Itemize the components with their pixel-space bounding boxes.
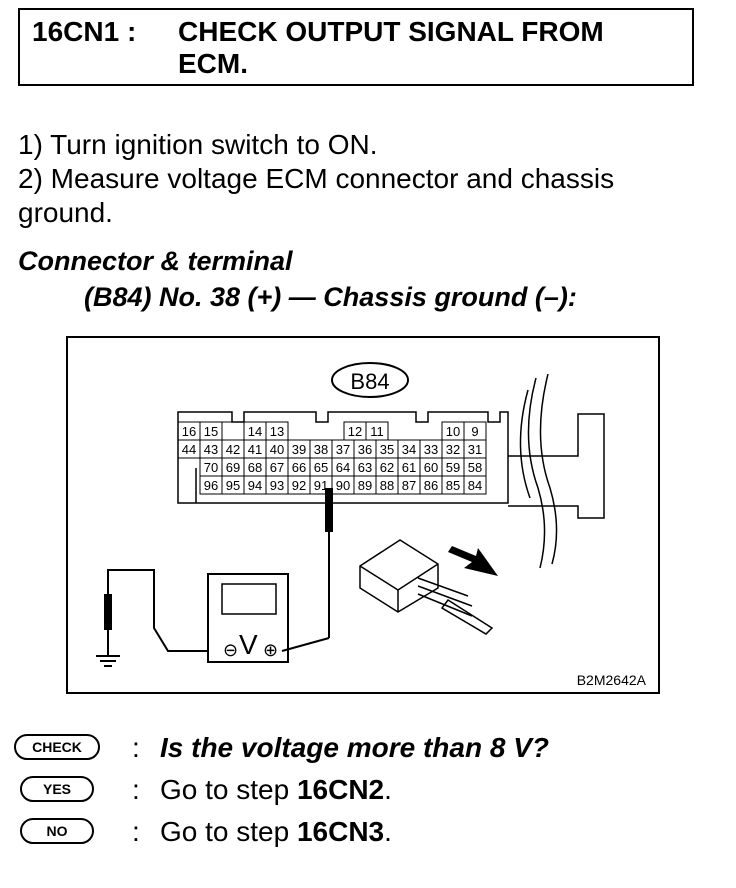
meter-minus-terminal: ⊖: [223, 640, 238, 660]
terminal-number: 15: [204, 424, 218, 439]
terminal-number: 92: [292, 478, 306, 493]
terminal-number: 59: [446, 460, 460, 475]
terminal-row-2: 44 43 42 41 40 39 38 37 36 35 34 33 32 31: [177, 439, 487, 459]
yes-period: .: [384, 774, 392, 805]
terminal-number: 13: [270, 424, 284, 439]
terminal-number: 16: [182, 424, 196, 439]
terminal-number: 42: [226, 442, 240, 457]
terminal-number: 32: [446, 442, 460, 457]
meter-symbol: V: [239, 629, 258, 660]
instruction-step-2: 2) Measure voltage ECM connector and cha…: [18, 163, 615, 228]
terminal-number: 39: [292, 442, 306, 457]
step-code: 16CN1 :: [32, 16, 137, 47]
terminal-number: 93: [270, 478, 284, 493]
terminal-number: 63: [358, 460, 372, 475]
terminal-number: 64: [336, 460, 350, 475]
connector-terminal-spec: (B84) No. 38 (+) — Chassis ground (–):: [84, 282, 577, 312]
terminal-number: 91: [314, 478, 328, 493]
terminal-row-3: 70 69 68 67 66 65 64 63 62 61 60 59 58: [199, 457, 487, 477]
figure-code: B2M2642A: [576, 672, 646, 688]
terminal-number: 66: [292, 460, 306, 475]
terminal-number: 38: [314, 442, 328, 457]
terminal-number: 36: [358, 442, 372, 457]
wiring-figure: B84 16 15 14 13 12 11 10: [66, 336, 660, 694]
meter-plus-terminal: ⊕: [263, 640, 278, 660]
positive-probe: [281, 488, 333, 652]
terminal-number: 95: [226, 478, 240, 493]
terminal-number: 31: [468, 442, 482, 457]
check-colon: :: [132, 732, 140, 763]
yes-colon: :: [132, 774, 140, 805]
arrow-icon: [448, 546, 498, 576]
terminal-number: 70: [204, 460, 218, 475]
terminal-number: 33: [424, 442, 438, 457]
no-badge: NO: [20, 818, 94, 844]
yes-text: Go to step: [160, 774, 297, 805]
yes-step: 16CN2: [296, 774, 385, 805]
terminal-cell: [463, 475, 487, 495]
terminal-number: 85: [446, 478, 460, 493]
terminal-number: 37: [336, 442, 350, 457]
harness-outline: [508, 373, 605, 569]
step-title: CHECK OUTPUT SIGNAL FROM ECM.: [178, 16, 604, 79]
terminal-row-1: 16 15 14 13 12 11 10 9: [177, 421, 487, 441]
yes-action: Go to step 16CN2.: [160, 772, 392, 808]
connector-label: B84: [350, 369, 389, 394]
instruction-list: 1) Turn ignition switch to ON. 2) Measur…: [18, 128, 708, 230]
terminal-number: 69: [226, 460, 240, 475]
terminal-number: 86: [424, 478, 438, 493]
terminal-number: 34: [402, 442, 416, 457]
terminal-number: 94: [248, 478, 262, 493]
terminal-number: 68: [248, 460, 262, 475]
terminal-number: 14: [248, 424, 262, 439]
terminal-number: 61: [402, 460, 416, 475]
no-action: Go to step 16CN3.: [160, 814, 392, 850]
yes-badge: YES: [20, 776, 94, 802]
ground-probe: [96, 569, 208, 667]
terminal-number: 89: [358, 478, 372, 493]
terminal-grid: 16 15 14 13 12 11 10 9 44 43 42 41 40 39 38 37 3…: [177, 421, 487, 495]
terminal-number: 11: [370, 424, 384, 439]
step-header-box: 16CN1 : CHECK OUTPUT SIGNAL FROM ECM.: [18, 8, 694, 86]
terminal-number: 65: [314, 460, 328, 475]
terminal-cell: [221, 421, 245, 441]
instruction-step-1: 1) Turn ignition switch to ON.: [18, 129, 378, 160]
check-badge: CHECK: [14, 734, 100, 760]
connector-label-oval: [331, 362, 409, 398]
check-question: Is the voltage more than 8 V?: [160, 732, 549, 763]
terminal-number: 96: [204, 478, 218, 493]
no-colon: :: [132, 816, 140, 847]
terminal-number: 12: [348, 424, 362, 439]
terminal-number: 88: [380, 478, 394, 493]
terminal-number: 62: [380, 460, 394, 475]
terminal-number: 40: [270, 442, 284, 457]
terminal-number: 10: [446, 424, 460, 439]
terminal-number: 60: [424, 460, 438, 475]
terminal-number: 41: [248, 442, 262, 457]
no-period: .: [384, 816, 392, 847]
terminal-number: 58: [468, 460, 482, 475]
terminal-number: 35: [380, 442, 394, 457]
terminal-row-4: 96 95 94 93 92 91 90 89 88 87 86 85 84: [199, 475, 487, 495]
terminal-number: 67: [270, 460, 284, 475]
connector-housing: [177, 411, 509, 504]
terminal-number: 43: [204, 442, 218, 457]
terminal-number: 87: [402, 478, 416, 493]
terminal-number: 44: [182, 442, 196, 457]
voltmeter: ⊖ V ⊕: [207, 573, 289, 663]
connector-inset: [359, 539, 494, 635]
connector-diagram: B84 16 15 14 13 12 11 10: [96, 362, 605, 667]
terminal-number: 84: [468, 478, 482, 493]
no-text: Go to step: [160, 816, 297, 847]
terminal-number: 9: [471, 424, 478, 439]
terminal-number: 90: [336, 478, 350, 493]
connector-heading: Connector & terminal: [18, 246, 293, 276]
no-step: 16CN3: [296, 816, 385, 847]
